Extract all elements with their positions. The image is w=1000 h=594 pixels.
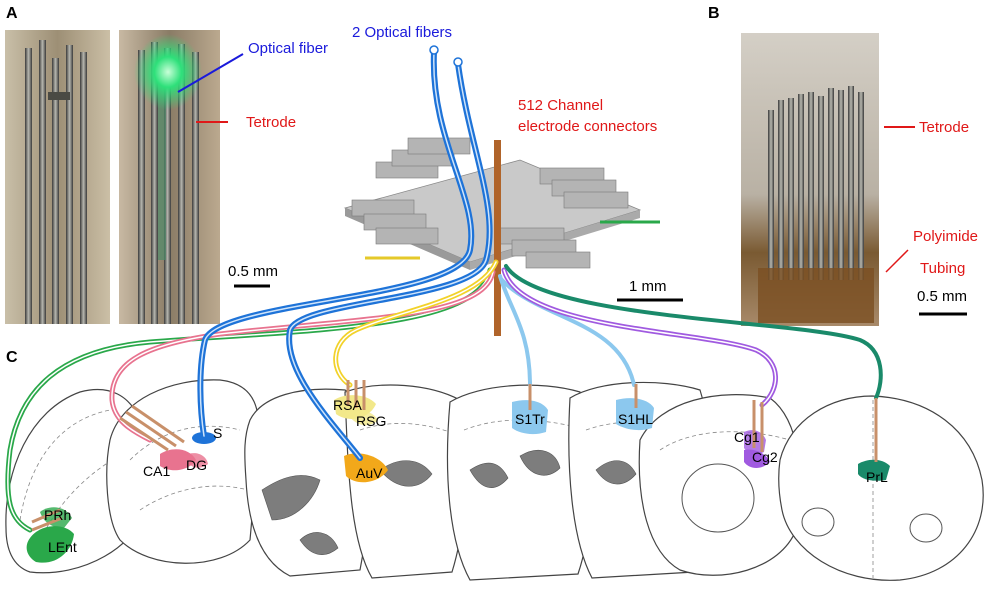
region-label-ca1: CA1: [143, 463, 170, 479]
bundle-somatosensory-tr: [498, 274, 532, 387]
connector-blocks: [351, 137, 629, 269]
fiber-1-tip: [429, 45, 439, 55]
electrode-connector-assembly: [343, 137, 660, 270]
region-label-prl: PrL: [866, 469, 888, 485]
region-labels: PRh LEnt CA1 DG S RSA RSG AuV S1Tr S1HL …: [44, 397, 888, 555]
region-label-rsg: RSG: [356, 413, 386, 429]
region-s1hl: [616, 398, 654, 431]
optical-fiber-label: Optical fiber: [248, 40, 328, 57]
tetrode-shanks: [31, 380, 878, 532]
region-label-auv: AuV: [356, 465, 383, 481]
panel-a-photos: [5, 30, 220, 324]
slice-4: [344, 384, 467, 579]
optical-fiber-pointer: [177, 53, 244, 93]
slice-2: [106, 379, 260, 564]
slice-5: [446, 384, 593, 581]
slice-8: [778, 395, 984, 581]
region-label-cg2: Cg2: [752, 449, 778, 465]
connector-label-line1: 512 Channel: [518, 97, 603, 114]
region-rsg: [346, 410, 378, 426]
region-auv: [344, 453, 388, 483]
wire-bundles: [5, 45, 883, 533]
guide-post: [494, 140, 501, 336]
scale-bar-b-label: 0.5 mm: [917, 288, 967, 305]
photo-optrode-wires: [138, 42, 199, 324]
coronal-slices: [5, 379, 984, 581]
region-label-prh: PRh: [44, 507, 71, 523]
polyimide-tubing-band: [758, 268, 874, 323]
fiber-2-tip: [453, 57, 463, 67]
tubing-label: Tubing: [920, 260, 965, 277]
tetrode-label-b: Tetrode: [919, 119, 969, 136]
region-label-lent: LEnt: [48, 539, 77, 555]
region-dg: [184, 453, 208, 468]
scale-bar-a-label: 0.5 mm: [228, 263, 278, 280]
panel-letter-c: C: [6, 349, 18, 366]
region-lent: [26, 526, 74, 563]
slice-3: [244, 388, 369, 577]
slice-7: [638, 394, 802, 576]
tetrode-label-a: Tetrode: [246, 114, 296, 131]
region-label-cg1: Cg1: [734, 429, 760, 445]
region-label-s1tr: S1Tr: [515, 411, 545, 427]
region-label-s1hl: S1HL: [618, 411, 653, 427]
connector-label-line2: electrode connectors: [518, 118, 657, 135]
region-prl: [858, 459, 890, 481]
photo-tetrode-wires: [25, 40, 87, 324]
region-label-s: S: [213, 425, 222, 441]
polyimide-label: Polyimide: [913, 228, 978, 245]
region-label-dg: DG: [186, 457, 207, 473]
panel-letter-b: B: [708, 5, 720, 22]
bundle-prelimbic: [504, 264, 883, 400]
two-optical-fibers-label: 2 Optical fibers: [352, 24, 452, 41]
scale-bar-mid-label: 1 mm: [629, 278, 667, 295]
panel-letter-a: A: [6, 5, 18, 22]
green-light-glow: [134, 34, 202, 110]
region-ca1: [160, 449, 196, 471]
panel-b-photo: [741, 33, 879, 326]
polyimide-pointer: [885, 249, 909, 273]
region-s1tr: [512, 400, 548, 435]
region-cg2: [744, 449, 770, 468]
photo-tetrode-array-wires: [768, 86, 864, 280]
region-label-rsa: RSA: [333, 397, 362, 413]
